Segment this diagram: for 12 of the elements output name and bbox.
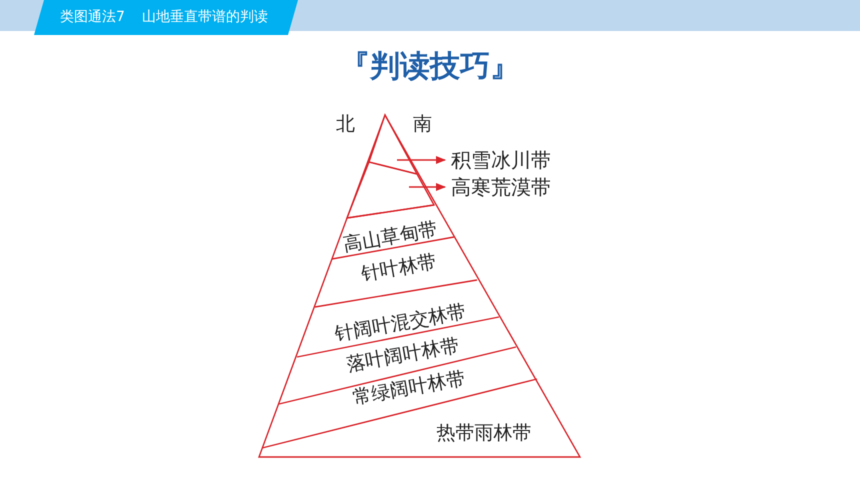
header-text: 山地垂直带谱的判读: [142, 10, 268, 24]
direction-label: 北: [336, 115, 355, 134]
header-text: 类图通法7: [60, 10, 125, 24]
zone-label: 高寒荒漠带: [451, 177, 551, 197]
direction-label: 南: [413, 115, 432, 134]
title: 『判读技巧』: [340, 52, 520, 82]
arrow: [409, 183, 446, 191]
zone-label: 热带雨林带: [436, 424, 532, 442]
arrow: [397, 156, 446, 164]
zone-band: [346, 161, 436, 219]
zone-label: 积雪冰川带: [451, 150, 551, 170]
zone-label: 针叶林带: [360, 252, 438, 284]
